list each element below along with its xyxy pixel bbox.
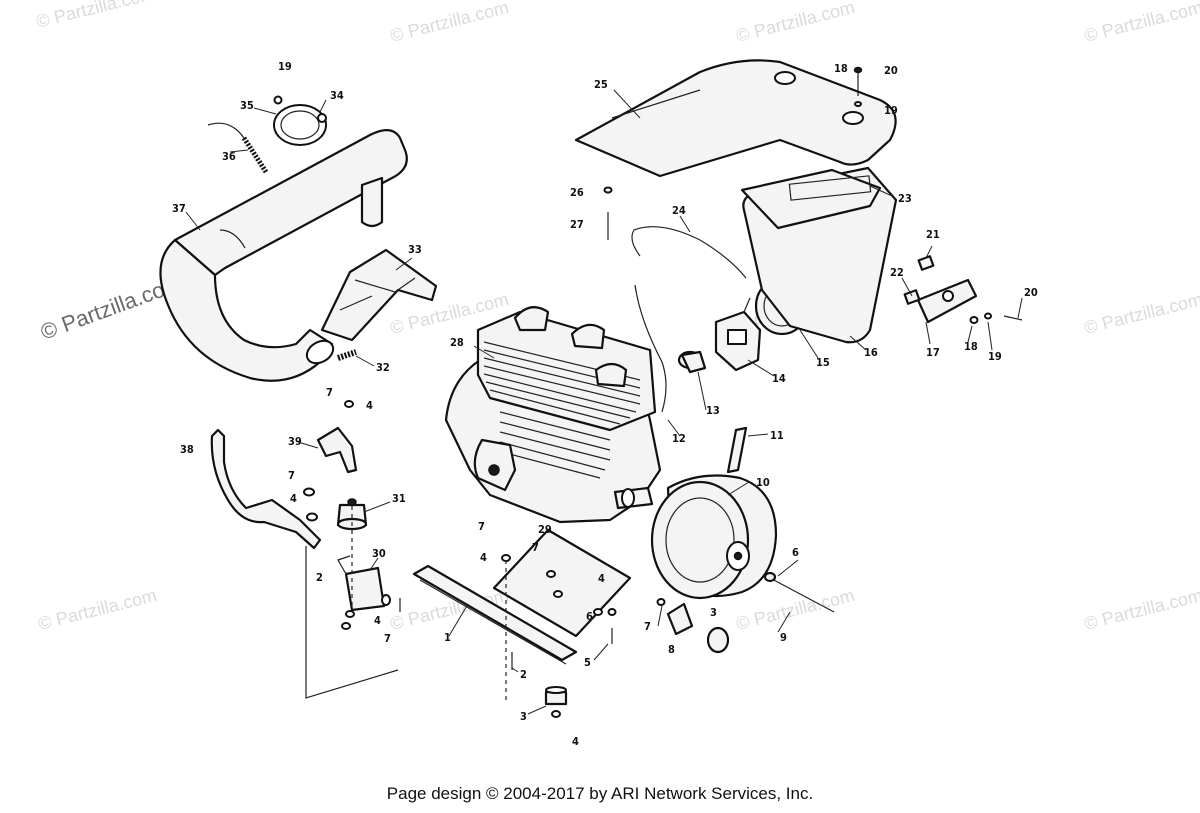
drive-clutch bbox=[650, 426, 835, 613]
callout: 32 bbox=[376, 361, 390, 374]
callout: 20 bbox=[1024, 286, 1038, 299]
callout: 9 bbox=[780, 631, 787, 644]
callout: 29 bbox=[538, 523, 552, 536]
callout: 10 bbox=[756, 476, 770, 489]
watermark: © Partzilla.com bbox=[1082, 289, 1200, 338]
callout: 13 bbox=[706, 404, 720, 417]
callout: 25 bbox=[594, 78, 608, 91]
callout: 33 bbox=[408, 243, 422, 256]
engine-mount-plate bbox=[351, 506, 730, 718]
callout: 1 bbox=[444, 631, 451, 644]
callout: 21 bbox=[926, 228, 940, 241]
callout: 27 bbox=[570, 218, 584, 231]
left-mount-brackets bbox=[210, 400, 401, 699]
watermark: © Partzilla.com bbox=[1082, 585, 1200, 634]
callout: 4 bbox=[290, 492, 297, 505]
callout: 18 bbox=[964, 340, 978, 353]
callout: 24 bbox=[672, 204, 686, 217]
callout: 7 bbox=[644, 620, 651, 633]
callout: 28 bbox=[450, 336, 464, 349]
copyright-footer: Page design © 2004-2017 by ARI Network S… bbox=[386, 784, 814, 803]
callout: 6 bbox=[586, 610, 593, 623]
callout: 7 bbox=[326, 386, 333, 399]
callout: 17 bbox=[926, 346, 940, 359]
engine bbox=[444, 284, 707, 524]
callout: 34 bbox=[330, 89, 344, 102]
callout: 19 bbox=[988, 350, 1002, 363]
callout: 8 bbox=[668, 643, 675, 656]
callout: 37 bbox=[172, 202, 186, 215]
callout: 7 bbox=[532, 541, 539, 554]
callout-labels: 1 2 2 3 3 4 4 4 4 4 4 5 6 6 7 7 7 7 7 7 … bbox=[172, 60, 1038, 748]
watermark: © Partzilla.com bbox=[734, 0, 857, 46]
callout: 30 bbox=[372, 547, 386, 560]
air-intake-assembly bbox=[574, 59, 1023, 372]
callout: 39 bbox=[288, 435, 302, 448]
callout: 26 bbox=[570, 186, 584, 199]
callout: 2 bbox=[520, 668, 527, 681]
callout: 6 bbox=[792, 546, 799, 559]
callout: 38 bbox=[180, 443, 194, 456]
callout: 2 bbox=[316, 571, 323, 584]
callout: 23 bbox=[898, 192, 912, 205]
callout: 7 bbox=[478, 520, 485, 533]
callout: 20 bbox=[884, 64, 898, 77]
callout: 11 bbox=[770, 429, 784, 442]
watermark: © Partzilla.com bbox=[1082, 0, 1200, 46]
callout: 12 bbox=[672, 432, 686, 445]
watermark: © Partzilla.com bbox=[388, 0, 511, 46]
callout: 19 bbox=[884, 104, 898, 117]
callout: 18 bbox=[834, 62, 848, 75]
callout: 7 bbox=[384, 632, 391, 645]
callout: 4 bbox=[572, 735, 579, 748]
callout: 4 bbox=[598, 572, 605, 585]
callout: 3 bbox=[520, 710, 527, 723]
muffler-assembly bbox=[159, 95, 438, 382]
watermark: © Partzilla.com bbox=[34, 0, 157, 32]
callout: 14 bbox=[772, 372, 786, 385]
callout: 35 bbox=[240, 99, 254, 112]
callout: 19 bbox=[278, 60, 292, 73]
watermark: © Partzilla.com bbox=[36, 585, 159, 634]
callout: 5 bbox=[584, 656, 591, 669]
callout: 15 bbox=[816, 356, 830, 369]
callout: 4 bbox=[374, 614, 381, 627]
callout: 22 bbox=[890, 266, 904, 279]
callout: 31 bbox=[392, 492, 406, 505]
callout: 4 bbox=[480, 551, 487, 564]
callout-leaders bbox=[185, 89, 1023, 715]
callout: 16 bbox=[864, 346, 878, 359]
callout: 7 bbox=[288, 469, 295, 482]
callout: 4 bbox=[366, 399, 373, 412]
callout: 36 bbox=[222, 150, 236, 163]
watermark: © Partzilla.com bbox=[734, 585, 857, 634]
callout: 3 bbox=[710, 606, 717, 619]
